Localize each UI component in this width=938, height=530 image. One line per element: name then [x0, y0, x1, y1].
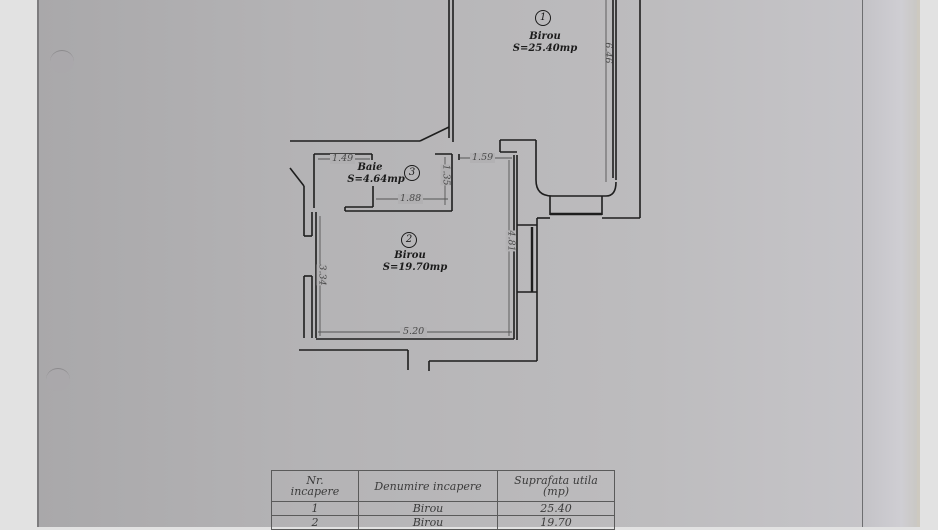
dim-baie-height: 1.35	[440, 164, 452, 186]
dim-room2-width: 5.20	[400, 327, 428, 337]
header-nr: Nr. incapere	[271, 470, 359, 502]
dim-baie-bottom: 1.88	[398, 193, 424, 204]
room-area-table: Nr. incapere Denumire incapere Suprafata…	[271, 470, 615, 530]
room-number-1: 1	[535, 10, 551, 26]
paper-sheet	[37, 0, 917, 527]
dim-baie-top: 1.49	[330, 153, 356, 164]
cell-area: 19.70	[497, 515, 615, 530]
sheet-fold-line	[862, 0, 863, 527]
dim-room2-left: 3.34	[316, 264, 328, 286]
sheet-left-edge	[37, 0, 39, 527]
sheet-right-margin	[863, 0, 918, 527]
punch-hole-bottom	[46, 368, 70, 391]
dim-corridor-width: 1.59	[470, 152, 496, 163]
punch-hole-top	[50, 50, 74, 73]
cell-name: Birou	[358, 501, 498, 516]
room-2-name: Birou	[394, 250, 426, 261]
cell-nr: 1	[271, 501, 359, 516]
header-suprafata: Suprafata utila (mp)	[497, 470, 615, 502]
room-3-name: Baie	[357, 162, 383, 173]
header-denumire: Denumire incapere	[358, 470, 498, 502]
sheet-right-edge	[917, 0, 920, 527]
room-number-2: 2	[401, 232, 417, 248]
cell-name: Birou	[358, 515, 498, 530]
room-1-name: Birou	[529, 31, 561, 42]
table-row: 2 Birou 19.70	[271, 515, 615, 530]
dim-room2-right: 4.81	[505, 230, 517, 252]
room-2-area: S=19.70mp	[382, 262, 448, 273]
room-1-area: S=25.40mp	[512, 43, 578, 54]
cell-area: 25.40	[497, 501, 615, 516]
table-header-row: Nr. incapere Denumire incapere Suprafata…	[271, 470, 615, 502]
dim-room1-height: 6.46	[602, 42, 614, 64]
table-row: 1 Birou 25.40	[271, 501, 615, 516]
room-number-3: 3	[404, 165, 420, 181]
room-3-area: S=4.64mp	[347, 174, 405, 185]
cell-nr: 2	[271, 515, 359, 530]
